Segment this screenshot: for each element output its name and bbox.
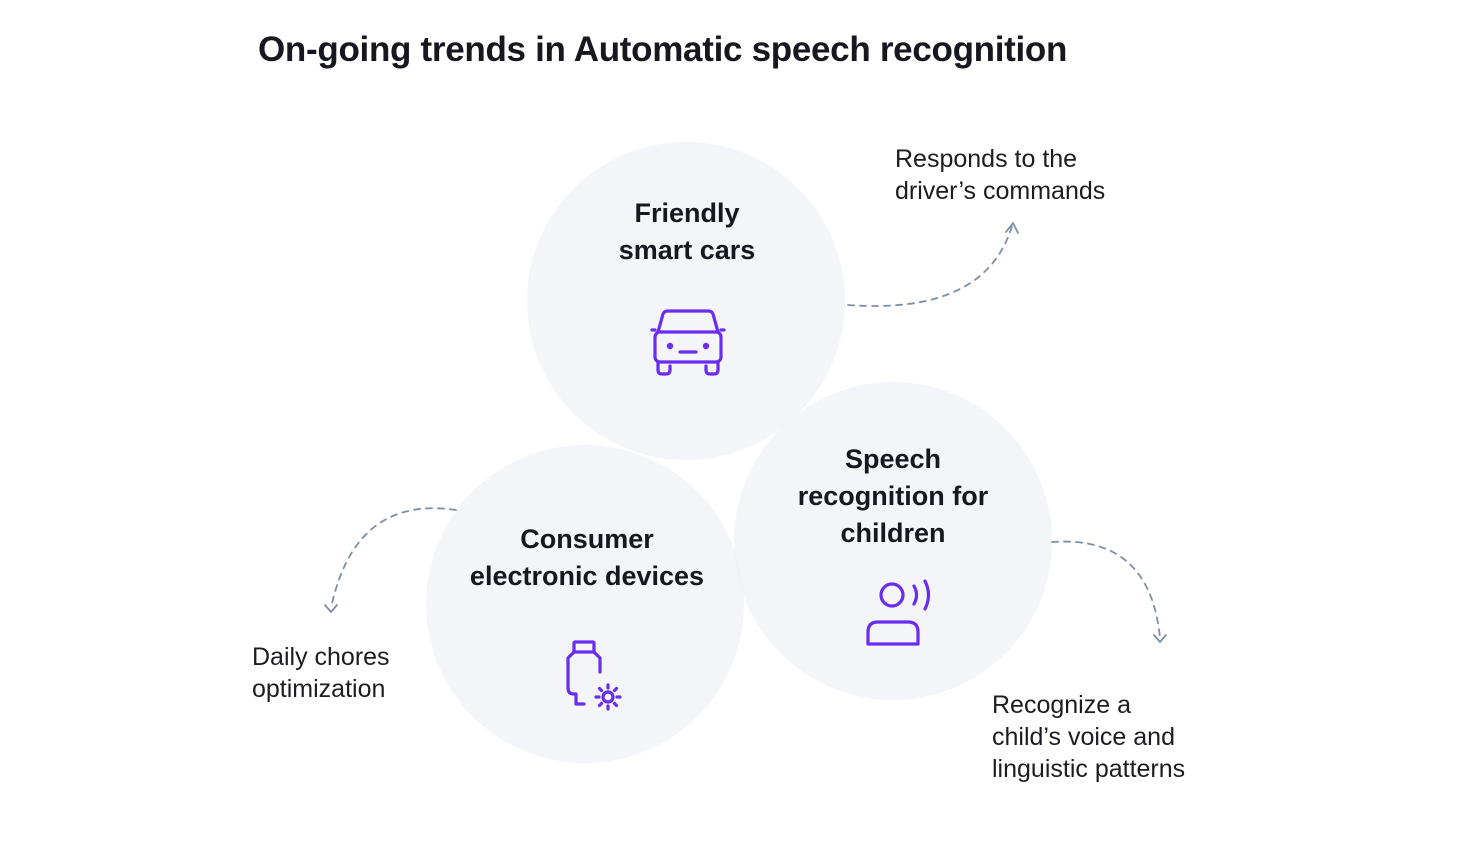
trend-label-smart-cars: Friendly smart cars bbox=[618, 198, 756, 265]
note-consumer-devices: Daily chores optimization bbox=[252, 643, 390, 703]
note-children-speech: Recognize a child’s voice and linguistic… bbox=[992, 691, 1186, 783]
circle-children-speech bbox=[734, 382, 1052, 700]
trend-label-children-speech: Speech recognition for children bbox=[797, 444, 989, 548]
arrow-children-speech bbox=[1051, 540, 1161, 639]
circle-consumer-devices bbox=[426, 445, 744, 763]
arrow-head-smart-cars bbox=[1005, 222, 1019, 234]
arrow-head-consumer-devices bbox=[324, 604, 338, 613]
arrow-head-children-speech bbox=[1153, 634, 1167, 643]
car-icon bbox=[650, 309, 726, 376]
page-title: On-going trends in Automatic speech reco… bbox=[258, 30, 1068, 69]
smart-device-gear-icon bbox=[566, 640, 622, 711]
arrow-smart-cars bbox=[847, 225, 1013, 307]
arrow-consumer-devices bbox=[330, 507, 457, 609]
speaking-person-icon bbox=[866, 579, 931, 646]
trend-label-consumer-devices: Consumer electronic devices bbox=[469, 524, 705, 591]
note-smart-cars: Responds to the driver’s commands bbox=[895, 145, 1106, 205]
circle-smart-cars bbox=[527, 142, 845, 460]
